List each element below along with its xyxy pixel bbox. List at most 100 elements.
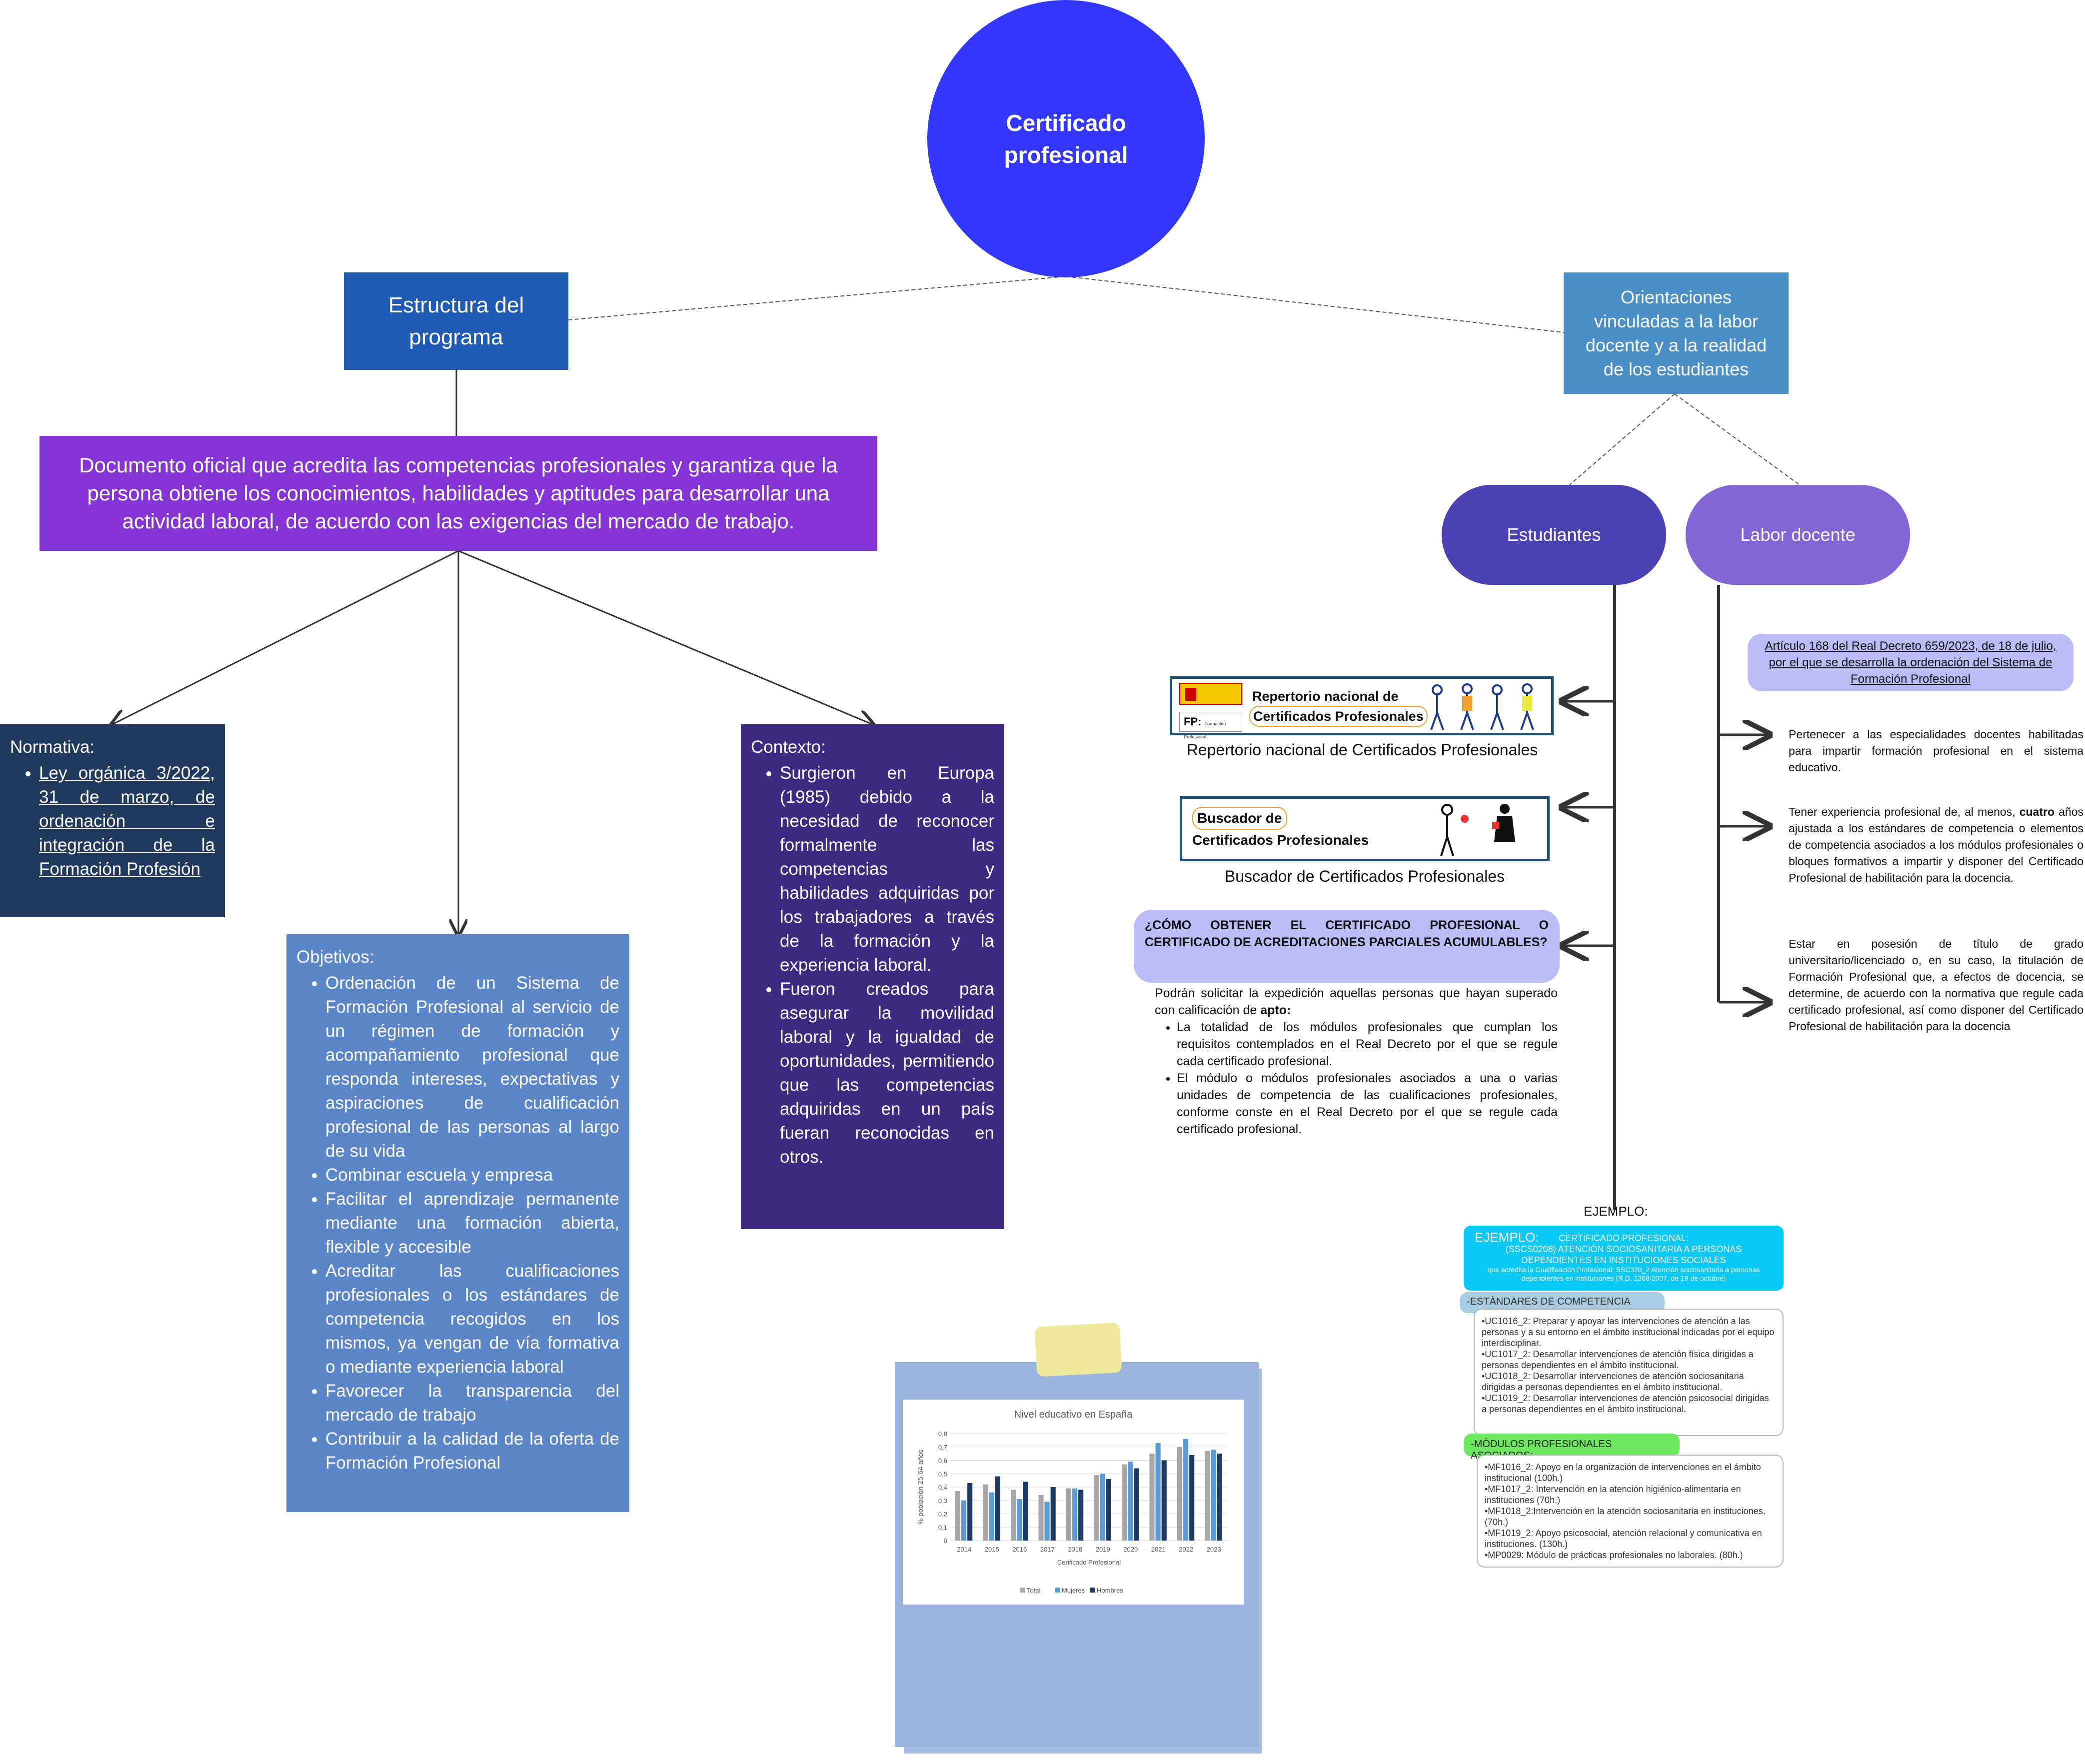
list-item: •UC1016_2: Preparar y apoyar las interve… [1482, 1316, 1775, 1348]
list-item: •MF1019_2: Apoyo psicosocial, atención r… [1485, 1528, 1762, 1549]
estandares-box: •UC1016_2: Preparar y apoyar las interve… [1474, 1309, 1784, 1436]
legend-label: Hombres [1097, 1587, 1123, 1594]
x-axis-label: Cerificado Profesional [1057, 1559, 1121, 1566]
spain-flag-logo [1179, 683, 1242, 705]
y-tick-label: 0,1 [938, 1524, 947, 1531]
bar-hombres [1106, 1479, 1111, 1541]
bar-total [1121, 1464, 1127, 1541]
req2-text-a: Tener experiencia profesional de, al men… [1789, 805, 2020, 818]
list-item: Favorecer la transparencia del mercado d… [325, 1379, 619, 1427]
bar-hombres [1023, 1482, 1028, 1541]
buscador-banner[interactable]: Buscador de Certificados Profesionales [1180, 796, 1550, 861]
ejemplo-box-label: EJEMPLO: [1475, 1230, 1539, 1245]
bar-mujeres [961, 1500, 967, 1541]
estudiantes-label: Estudiantes [1507, 524, 1601, 545]
banner-line-2: Certificados Profesionales [1249, 706, 1428, 727]
bar-hombres [1217, 1454, 1222, 1541]
list-item: •MF1016_2: Apoyo en la organización de i… [1485, 1462, 1761, 1483]
bar-hombres [1050, 1487, 1056, 1541]
definition-box: Documento oficial que acredita las compe… [39, 436, 877, 551]
y-tick-label: 0,5 [938, 1470, 947, 1478]
normativa-heading: Normativa: [10, 737, 95, 757]
bar-total [1177, 1447, 1183, 1541]
orientaciones-label: Orientaciones vinculadas a la labor doce… [1585, 286, 1767, 379]
articulo-text[interactable]: Artículo 168 del Real Decreto 659/2023, … [1765, 639, 2057, 686]
y-tick-label: 0,7 [938, 1444, 947, 1451]
legend-swatch [1090, 1588, 1095, 1593]
labor-docente-node: Labor docente [1686, 485, 1910, 585]
requisitos-apto: Podrán solicitar la expedición aquellas … [1155, 985, 1558, 1138]
bar-total [1010, 1490, 1016, 1541]
bar-hombres [1134, 1468, 1139, 1541]
legend-swatch [1055, 1588, 1060, 1593]
fp-logo: FP: Formación Profesional [1179, 712, 1242, 739]
list-item: Ordenación de un Sistema de Formación Pr… [325, 971, 619, 1163]
list-item: Fueron creados para asegurar la movilida… [780, 977, 994, 1169]
estructura-node: Estructura del programa [344, 272, 568, 370]
list-item: •UC1019_2: Desarrollar intervenciones de… [1482, 1393, 1769, 1414]
apto-list: La totalidad de los módulos profesionale… [1155, 1019, 1558, 1138]
ejemplo-title: CERTIFICADO PROFESIONAL: (SSCS0208) ATEN… [1474, 1233, 1774, 1283]
x-tick-label: 2017 [1040, 1546, 1055, 1553]
tape-decoration [1034, 1322, 1122, 1377]
ejemplo-title-1: CERTIFICADO PROFESIONAL: [1559, 1233, 1689, 1243]
chart-title: Nivel educativo en España [1014, 1409, 1133, 1420]
ejemplo-subtitle: que acredita la Cualificación Profesiona… [1487, 1266, 1760, 1282]
buscador-caption: Buscador de Certificados Profesionales [1224, 867, 1505, 885]
bar-mujeres [1044, 1502, 1050, 1541]
x-tick-label: 2023 [1207, 1546, 1221, 1553]
bar-total [1066, 1488, 1072, 1541]
orientaciones-node: Orientaciones vinculadas a la labor doce… [1564, 272, 1789, 394]
list-item: Combinar escuela y empresa [325, 1163, 619, 1187]
bar-mujeres [1211, 1450, 1216, 1541]
ejemplo-header-box: EJEMPLO: CERTIFICADO PROFESIONAL: (SSCS0… [1464, 1226, 1784, 1291]
como-obtener-question: ¿CÓMO OBTENER EL CERTIFICADO PROFESIONAL… [1134, 910, 1560, 983]
x-tick-label: 2022 [1179, 1546, 1193, 1553]
banner-line-1: Buscador de [1192, 807, 1287, 830]
repertorio-banner-title: Repertorio nacional de Certificados Prof… [1249, 687, 1428, 727]
objetivos-list: Ordenación de un Sistema de Formación Pr… [296, 971, 619, 1475]
list-item: •MP0029: Módulo de prácticas profesional… [1485, 1550, 1743, 1560]
legend-label: Total [1027, 1587, 1041, 1594]
apto-bold: apto: [1260, 1003, 1291, 1017]
definition-text: Documento oficial que acredita las compe… [79, 453, 838, 533]
contexto-list: Surgieron en Europa (1985) debido a la n… [751, 761, 994, 1169]
req2-bold: cuatro [2019, 805, 2055, 818]
legend-label: Mujeres [1062, 1587, 1085, 1594]
x-tick-label: 2019 [1096, 1546, 1110, 1553]
bar-total [1094, 1475, 1099, 1541]
bar-mujeres [1072, 1488, 1078, 1541]
bar-mujeres [1155, 1443, 1161, 1541]
x-tick-label: 2020 [1123, 1546, 1138, 1553]
bar-total [955, 1491, 961, 1541]
ejemplo-label: EJEMPLO: [1584, 1204, 1648, 1219]
fp-text: FP: [1184, 715, 1202, 728]
list-item: •MF1017_2: Intervención en la atención h… [1485, 1484, 1741, 1505]
list-item: Surgieron en Europa (1985) debido a la n… [780, 761, 994, 977]
y-tick-label: 0,4 [938, 1484, 947, 1491]
normativa-list: Ley orgánica 3/2022, 31 de marzo, de ord… [10, 761, 215, 881]
repertorio-caption: Repertorio nacional de Certificados Prof… [1186, 741, 1538, 759]
bar-total [983, 1484, 988, 1541]
objetivos-card: Objetivos: Ordenación de un Sistema de F… [286, 934, 629, 1512]
requisito-1: Pertenecer a las especialidades docentes… [1789, 728, 2084, 774]
requisito-3: Estar en posesión de título de grado uni… [1789, 937, 2084, 1033]
bar-total [1038, 1495, 1044, 1541]
y-tick-label: 0,6 [938, 1457, 947, 1465]
normativa-link[interactable]: Ley orgánica 3/2022, 31 de marzo, de ord… [39, 761, 215, 881]
list-item: •UC1018_2: Desarrollar intervenciones de… [1482, 1371, 1744, 1392]
y-tick-label: 0 [944, 1537, 947, 1545]
articulo-168-link[interactable]: Artículo 168 del Real Decreto 659/2023, … [1748, 634, 2074, 691]
apto-intro: Podrán solicitar la expedición aquellas … [1155, 985, 1558, 1019]
y-tick-label: 0,3 [938, 1497, 947, 1505]
contexto-heading: Contexto: [751, 737, 826, 757]
list-item: El módulo o módulos profesionales asocia… [1177, 1070, 1558, 1138]
ejemplo-title-2: (SSCS0208) ATENCIÓN SOCIOSANITARIA A PER… [1505, 1244, 1742, 1265]
central-topic: Certificado profesional [927, 0, 1205, 277]
labor-label: Labor docente [1740, 524, 1856, 545]
req2-text-b: años ajustada a los estándares de compet… [1789, 805, 2084, 884]
bar-hombres [995, 1476, 1000, 1541]
bar-total [1205, 1451, 1210, 1541]
repertorio-banner[interactable]: FP: Formación Profesional Repertorio nac… [1170, 676, 1554, 739]
